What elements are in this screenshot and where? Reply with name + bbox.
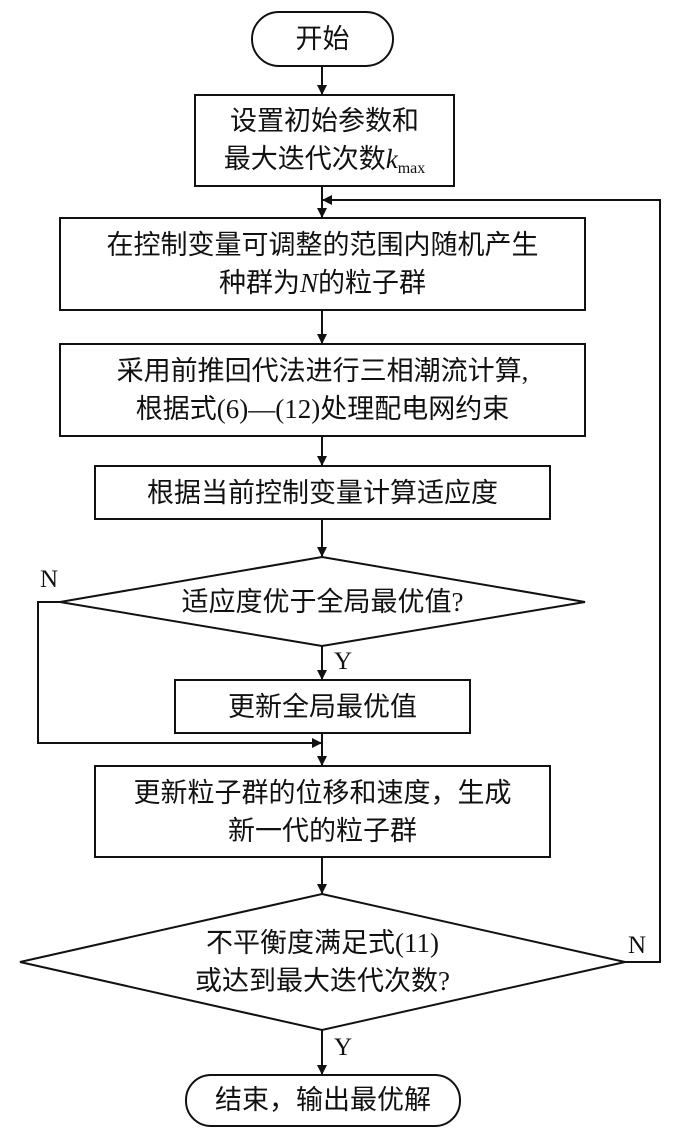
- decision-2-line-1: 不平衡度满足式(11): [206, 928, 439, 958]
- init-line-1: 设置初始参数和: [230, 106, 419, 136]
- flow-calc-label: 采用前推回代法进行三相潮流计算, 根据式(6)—(12)处理配电网约束: [60, 352, 585, 428]
- update-best-label: 更新全局最优值: [228, 692, 417, 722]
- arrow-decision2-no-loop: [322, 195, 661, 963]
- decision-1-no-label: N: [40, 566, 59, 593]
- init-kmax-var: k: [385, 144, 398, 174]
- decision-2-no-label: N: [628, 932, 647, 959]
- gen-label: 在控制变量可调整的范围内随机产生 种群为N的粒子群: [60, 226, 585, 302]
- update-swarm-line-1: 更新粒子群的位移和速度，生成: [133, 778, 512, 808]
- decision-2-yes-label: Y: [334, 1034, 353, 1061]
- gen-line-2: 种群为N的粒子群: [218, 268, 426, 298]
- end-label: 结束，输出最优解: [215, 1085, 431, 1115]
- start-label: 开始: [295, 24, 350, 54]
- gen-line-1: 在控制变量可调整的范围内随机产生: [106, 230, 539, 260]
- update-swarm-label: 更新粒子群的位移和速度，生成 新一代的粒子群: [95, 774, 550, 850]
- init-line-2: 最大迭代次数kmax: [223, 144, 426, 177]
- decision-1-label: 适应度优于全局最优值?: [181, 587, 464, 617]
- gen-n-var: N: [299, 268, 318, 298]
- flow-calc-line-1: 采用前推回代法进行三相潮流计算,: [116, 356, 529, 386]
- init-label: 设置初始参数和 最大迭代次数kmax: [195, 102, 454, 188]
- update-swarm-line-2: 新一代的粒子群: [228, 816, 417, 846]
- decision-1-yes-label: Y: [334, 648, 353, 675]
- arrow-decision1-no: [37, 601, 322, 748]
- decision-2-line-2: 或达到最大迭代次数?: [195, 966, 450, 996]
- flow-calc-line-2: 根据式(6)—(12)处理配电网约束: [135, 394, 510, 424]
- init-box: [194, 94, 455, 187]
- init-kmax-sub: max: [397, 160, 426, 177]
- fitness-label: 根据当前控制变量计算适应度: [147, 478, 498, 508]
- decision-2-label: 不平衡度满足式(11) 或达到最大迭代次数?: [110, 924, 535, 1000]
